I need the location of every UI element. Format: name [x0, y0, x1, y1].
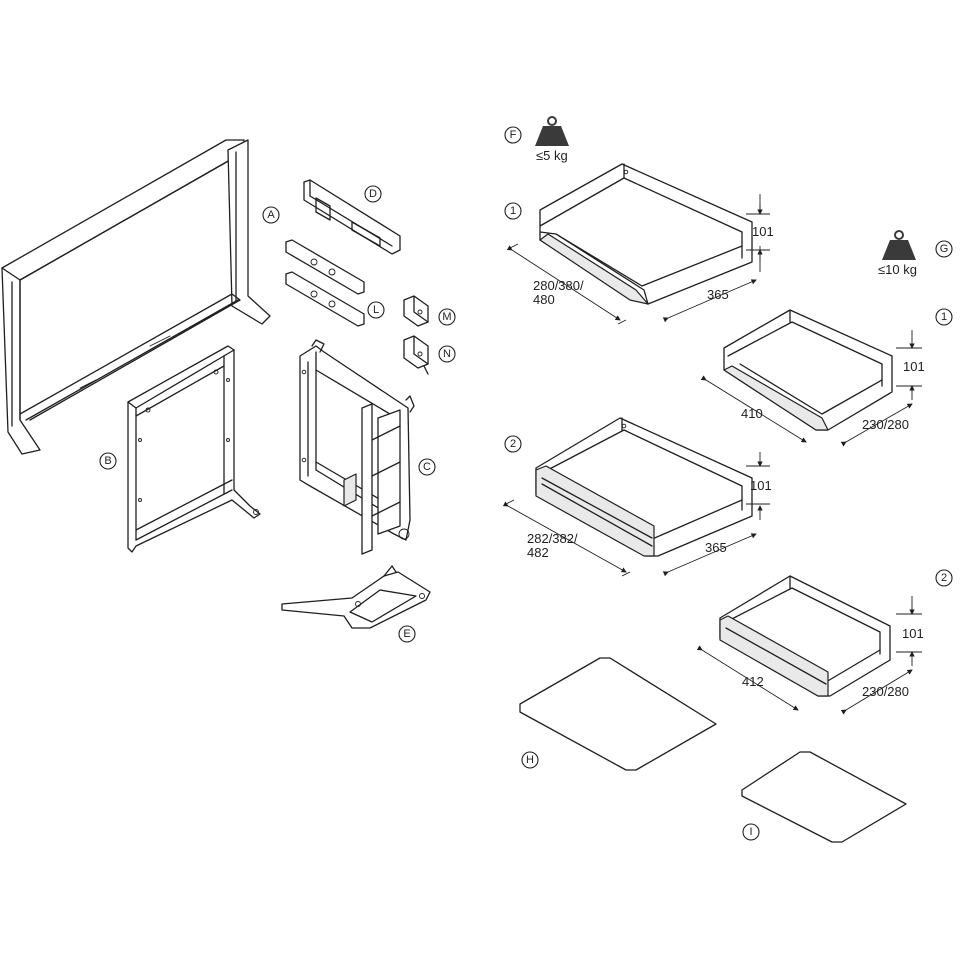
rail-l-lower — [285, 271, 365, 327]
label-left-drawer-1: 1 — [504, 202, 522, 220]
dims-right-1 — [700, 330, 922, 447]
svg-text:N: N — [443, 348, 451, 360]
dims-left-1 — [506, 194, 770, 325]
svg-text:L: L — [373, 304, 379, 316]
dims-right-2 — [696, 596, 922, 715]
svg-text:A: A — [267, 209, 275, 221]
svg-text:1: 1 — [941, 311, 947, 323]
drawer-left-2-width-line1: 282/382/ — [527, 531, 578, 546]
drawer-left-1-width-line2: 480 — [533, 292, 555, 307]
label-c: C — [418, 458, 436, 476]
drawer-left-2-depth: 365 — [705, 540, 727, 555]
label-right-drawer-2: 2 — [935, 569, 953, 587]
drawer-right-1-width: 410 — [741, 406, 763, 421]
svg-text:F: F — [510, 129, 517, 141]
label-a: A — [262, 206, 280, 224]
label-right-drawer-1: 1 — [935, 308, 953, 326]
label-i: I — [742, 823, 760, 841]
rail-l-upper — [285, 239, 365, 295]
clip-m — [403, 295, 429, 327]
label-l: L — [367, 301, 385, 319]
weight-icon-right — [882, 230, 916, 260]
label-m: M — [438, 308, 456, 326]
svg-text:2: 2 — [510, 438, 516, 450]
clip-n — [403, 335, 429, 375]
drawer-right-1-height: 101 — [903, 359, 925, 374]
drawer-left-1-height: 101 — [752, 224, 774, 239]
svg-text:1: 1 — [510, 205, 516, 217]
pullout-mechanism — [299, 339, 415, 555]
svg-text:G: G — [940, 243, 949, 255]
mat-h — [519, 657, 717, 771]
svg-text:M: M — [442, 311, 451, 323]
main-frame — [1, 139, 271, 455]
svg-text:2: 2 — [941, 572, 947, 584]
svg-text:C: C — [423, 461, 431, 473]
label-e: E — [398, 625, 416, 643]
mat-i — [741, 751, 907, 843]
drawer-left-2-width-line2: 482 — [527, 545, 549, 560]
weight-icon-left — [535, 116, 569, 146]
drawer-right-2-height: 101 — [902, 626, 924, 641]
drawer-right-1-depth: 230/280 — [862, 417, 909, 432]
rail-d — [303, 179, 401, 255]
drawer-right-2-depth: 230/280 — [862, 684, 909, 699]
load-limit-left: ≤5 kg — [536, 148, 568, 163]
label-n: N — [438, 345, 456, 363]
dims-left-2 — [502, 452, 770, 577]
lever-arm — [281, 565, 431, 629]
base-frame — [127, 345, 261, 553]
label-h: H — [521, 751, 539, 769]
label-g: G — [935, 240, 953, 258]
svg-text:E: E — [403, 628, 410, 640]
svg-text:B: B — [104, 455, 111, 467]
svg-text:H: H — [526, 754, 534, 766]
drawer-left-1-depth: 365 — [707, 287, 729, 302]
svg-text:I: I — [749, 826, 752, 838]
label-left-drawer-2: 2 — [504, 435, 522, 453]
drawer-left-1-width-line1: 280/380/ — [533, 278, 584, 293]
label-b: B — [99, 452, 117, 470]
drawer-right-2-width: 412 — [742, 674, 764, 689]
label-f: F — [504, 126, 522, 144]
load-limit-right: ≤10 kg — [878, 262, 917, 277]
label-d: D — [364, 185, 382, 203]
svg-text:D: D — [369, 188, 377, 200]
drawer-left-2-height: 101 — [750, 478, 772, 493]
